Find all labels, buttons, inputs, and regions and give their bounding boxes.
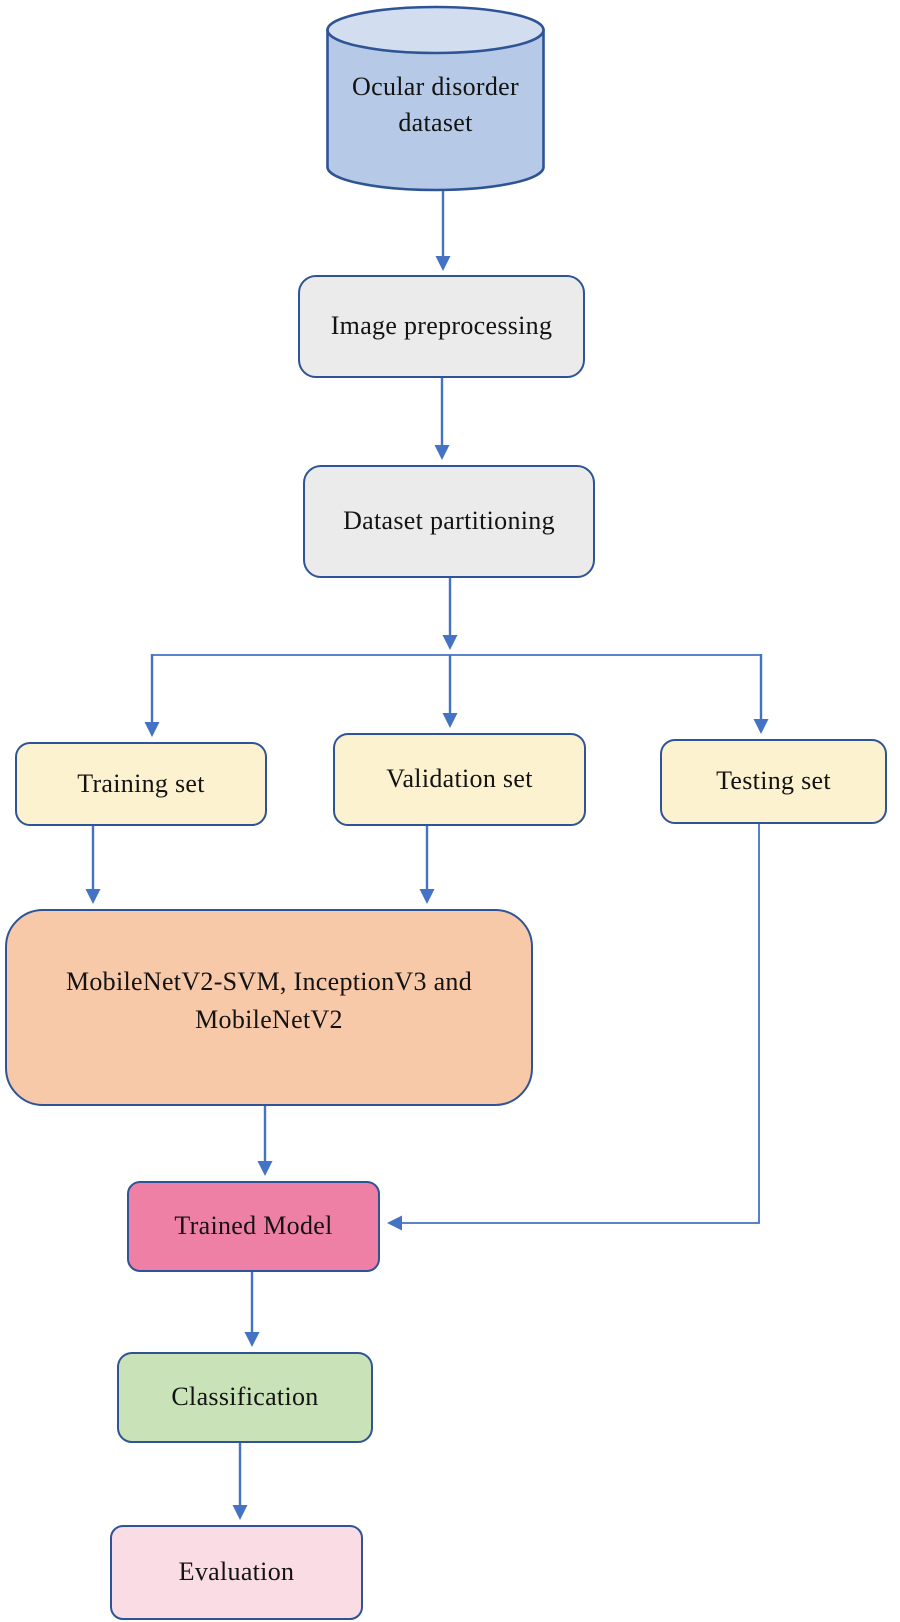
- classification-label: Classification: [171, 1382, 319, 1412]
- node-testing-set: Testing set: [660, 739, 887, 824]
- evaluation-label: Evaluation: [178, 1557, 295, 1587]
- testing-set-label: Testing set: [716, 766, 831, 796]
- dataset-partitioning-label: Dataset partitioning: [343, 506, 555, 536]
- cylinder-shape: [326, 5, 545, 192]
- node-validation-set: Validation set: [333, 733, 586, 826]
- node-image-preprocessing: Image preprocessing: [298, 275, 585, 378]
- models-line1: MobileNetV2-SVM, InceptionV3 and: [65, 966, 473, 996]
- node-trained-model: Trained Model: [127, 1181, 380, 1272]
- ocular-dataset-line2: dataset: [398, 108, 473, 137]
- training-set-label: Training set: [77, 768, 205, 798]
- node-training-set: Training set: [15, 742, 267, 826]
- node-ocular-dataset-label: Ocular disorder dataset: [326, 55, 545, 155]
- arrow-testing-to-trained: [387, 824, 760, 1231]
- ocular-dataset-line1: Ocular disorder: [352, 72, 519, 101]
- node-dataset-partitioning: Dataset partitioning: [303, 465, 595, 578]
- node-classification: Classification: [117, 1352, 373, 1443]
- trained-model-label: Trained Model: [174, 1211, 333, 1241]
- node-evaluation: Evaluation: [110, 1525, 363, 1620]
- node-models: MobileNetV2-SVM, InceptionV3 and MobileN…: [5, 909, 533, 1106]
- validation-set-label: Validation set: [386, 764, 533, 794]
- models-line2: MobileNetV2: [195, 1004, 343, 1034]
- image-preprocessing-label: Image preprocessing: [330, 311, 553, 341]
